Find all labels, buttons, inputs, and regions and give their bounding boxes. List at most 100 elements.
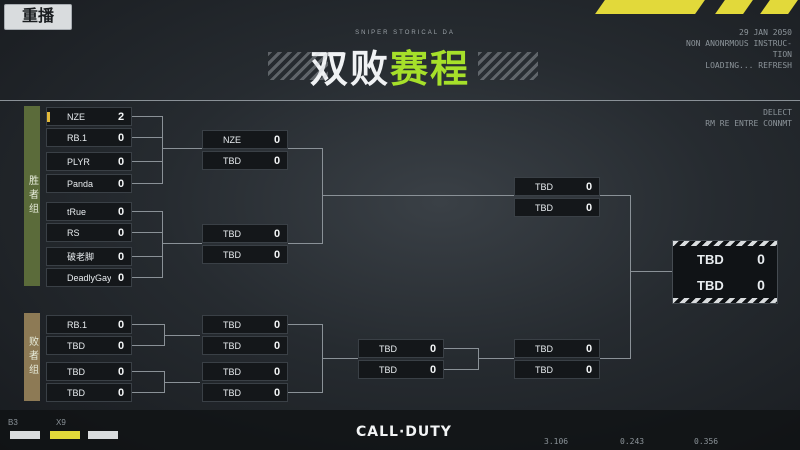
grand-final: TBD 0 TBD 0 <box>672 240 778 304</box>
team-score: 0 <box>273 339 281 352</box>
team-score: 0 <box>117 155 125 168</box>
conn-w1-a2 <box>132 211 162 212</box>
final-hatch-top <box>673 241 777 246</box>
team-name: TBD <box>535 202 553 213</box>
footer-num-2: 0.243 <box>620 437 645 446</box>
conn-w1-a3 <box>132 256 162 257</box>
info-line4: LOADING... REFRESH <box>705 61 792 70</box>
team-score: 0 <box>585 201 593 214</box>
team-score: 0 <box>117 250 125 263</box>
team-score: 0 <box>273 248 281 261</box>
conn-l2-to-r3 <box>322 358 358 359</box>
footer-b3: B3 <box>8 418 18 427</box>
info-line3: TION <box>772 50 792 59</box>
conn-l1-to-r2-0 <box>164 334 200 336</box>
footer-bar-2 <box>50 431 80 439</box>
team-score: 0 <box>117 271 125 284</box>
team-score: 0 <box>273 133 281 146</box>
team-score: 0 <box>117 205 125 218</box>
team-name: TBD <box>67 366 85 377</box>
team-name: TBD <box>223 155 241 166</box>
info-line2: NON ANONRMOUS INSTRUC- <box>686 39 792 48</box>
winners-r3-slot-2[interactable]: TBD 0 <box>514 198 600 217</box>
info-line5: DELECT <box>763 108 792 117</box>
team-score: 0 <box>273 318 281 331</box>
conn-w1-join-bot <box>162 221 163 267</box>
team-name: tRue <box>67 206 87 217</box>
conn-l1-b0 <box>132 345 164 346</box>
team-name: TBD <box>223 228 241 239</box>
team-score: 0 <box>117 177 125 190</box>
team-score: 0 <box>585 342 593 355</box>
decorative-stripes <box>580 0 800 14</box>
conn-w2-bot <box>288 243 322 244</box>
final-slot-1[interactable]: TBD 0 <box>697 251 765 267</box>
team-score: 0 <box>429 342 437 355</box>
team-name: TBD <box>535 181 553 192</box>
losers-r2-slot-1[interactable]: TBD 0 <box>202 315 288 334</box>
hatch-decoration-left <box>268 52 328 80</box>
winners-group-tab: 胜者组 <box>24 106 40 286</box>
losers-r1-slot-3[interactable]: TBD 0 <box>46 362 132 381</box>
team-name: NZE <box>223 134 241 145</box>
conn-w3 <box>600 195 630 196</box>
replay-button[interactable]: 重播 <box>4 4 72 30</box>
conn-l1-to-r2-1 <box>164 381 200 383</box>
footer-num-3: 0.356 <box>694 437 719 446</box>
conn-l3-b <box>444 369 478 370</box>
conn-w2-top <box>288 148 322 149</box>
footer-x9: X9 <box>56 418 66 427</box>
team-score: 0 <box>273 154 281 167</box>
divider-top <box>0 100 800 101</box>
title-subtext: SNIPER STORICAL DA <box>355 30 455 36</box>
losers-group-tab: 败者组 <box>24 313 40 401</box>
team-score: 0 <box>117 226 125 239</box>
team-score: 0 <box>117 386 125 399</box>
losers-r2-slot-3[interactable]: TBD 0 <box>202 362 288 381</box>
winners-r2-slot-1[interactable]: NZE 0 <box>202 130 288 149</box>
team-score: 0 <box>117 318 125 331</box>
conn-l1-a0 <box>132 324 164 325</box>
conn-w1-v1 <box>162 161 163 184</box>
conn-l3-to-r4 <box>478 358 514 359</box>
page-title: SNIPER STORICAL DA 双败赛程 <box>290 30 520 91</box>
final-slot-2[interactable]: TBD 0 <box>697 277 765 293</box>
team-score: 0 <box>117 365 125 378</box>
team-name: TBD <box>223 319 241 330</box>
team-name: 破老脚 <box>67 252 95 262</box>
conn-w1-to-r2-top <box>162 148 202 149</box>
winners-r1-slot-5[interactable]: tRue 0 <box>46 202 132 221</box>
winners-r2-slot-2[interactable]: TBD 0 <box>202 151 288 170</box>
info-line6: RM RE ENTRE CONNMT <box>705 119 792 128</box>
team-score: 0 <box>273 365 281 378</box>
team-score: 0 <box>585 363 593 376</box>
conn-l3-a <box>444 348 478 349</box>
team-name: TBD <box>535 364 553 375</box>
footer-bar-3 <box>88 431 118 439</box>
conn-w1-b3 <box>132 277 162 278</box>
team-score: 0 <box>273 386 281 399</box>
team-name: TBD <box>223 366 241 377</box>
winners-r1-slot-7[interactable]: 破老脚 0 <box>46 247 132 266</box>
losers-r4-slot-2[interactable]: TBD 0 <box>514 360 600 379</box>
conn-w1-b1 <box>132 183 162 184</box>
final-hatch-bottom <box>673 298 777 303</box>
conn-l4 <box>600 358 630 359</box>
